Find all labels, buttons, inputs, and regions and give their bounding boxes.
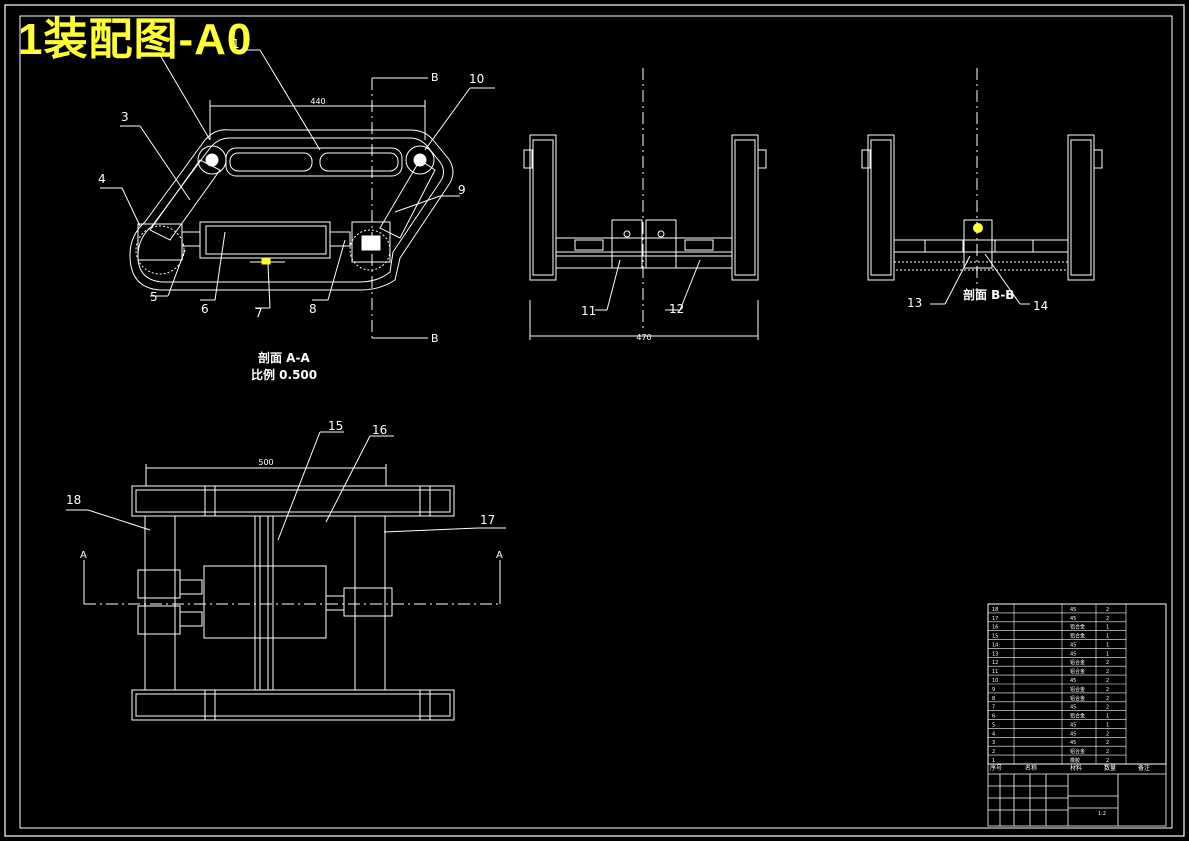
bom-cell: 45 <box>1070 607 1076 613</box>
bom-cell: 45 <box>1070 740 1076 746</box>
callout-17: 17 <box>480 513 495 527</box>
inner-border <box>19 15 1173 829</box>
section-b-label: 剖面 B-B <box>963 287 1014 302</box>
front-view <box>523 68 767 340</box>
bom-cell: 6 <box>992 714 995 720</box>
bom-cell: 16 <box>992 625 998 631</box>
bom-cell: 45 <box>1070 731 1076 737</box>
bom-cell: 9 <box>992 687 995 693</box>
bom-cell: 45 <box>1070 722 1076 728</box>
callout-4: 4 <box>98 172 106 186</box>
section-marker-a-left: A <box>80 550 87 561</box>
callout-6: 6 <box>201 302 209 316</box>
section-a-label: 剖面 A-A <box>258 350 310 365</box>
bom-cell: 17 <box>992 616 998 622</box>
bom-cell: 14 <box>992 642 998 648</box>
bom-header-remark: 备注 <box>1138 764 1150 772</box>
bom-cell: 1 <box>1106 625 1109 631</box>
bom-header-qty: 数量 <box>1104 764 1116 772</box>
bom-cell: 橡胶 <box>1070 757 1080 764</box>
bom-cell: 2 <box>1106 687 1109 693</box>
callout-3: 3 <box>121 110 129 124</box>
bom-cell: 2 <box>1106 678 1109 684</box>
bom-cell: 2 <box>1106 607 1109 613</box>
bom-cell: 45 <box>1070 705 1076 711</box>
callout-15: 15 <box>328 419 343 433</box>
outer-border <box>4 4 1185 837</box>
bom-cell: 2 <box>992 749 995 755</box>
dimension-front-view: 470 <box>636 333 651 342</box>
bom-header-material: 材料 <box>1070 764 1082 772</box>
callout-12: 12 <box>669 302 684 316</box>
section-b-b-view <box>861 68 1103 305</box>
bom-cell: 2 <box>1106 758 1109 764</box>
bom-cell: 2 <box>1106 660 1109 666</box>
bom-cell: 7 <box>992 705 995 711</box>
callout-5: 5 <box>150 290 158 304</box>
drawing-title: 1装配图-A0 <box>18 15 253 64</box>
bom-cell: 铝合金 <box>1070 633 1085 640</box>
callout-10: 10 <box>469 72 484 86</box>
bom-cell: 1 <box>1106 722 1109 728</box>
bom-cell: 1 <box>1106 651 1109 657</box>
section-a-scale: 比例 0.500 <box>251 367 317 382</box>
section-marker-b-bottom: B <box>431 332 439 345</box>
callout-8: 8 <box>309 302 317 316</box>
bom-cell: 2 <box>1106 669 1109 675</box>
bom-cell: 1 <box>1106 714 1109 720</box>
title-block <box>987 763 1167 827</box>
callout-9: 9 <box>458 183 466 197</box>
bom-cell: 铝合金 <box>1070 624 1085 631</box>
bom-cell: 2 <box>1106 749 1109 755</box>
bom-cell: 2 <box>1106 696 1109 702</box>
bom-cell: 8 <box>992 696 995 702</box>
callout-labels: 1 3 4 5 6 7 8 9 10 11 12 13 14 15 16 17 … <box>66 37 1048 527</box>
dimension-top-view: 440 <box>310 97 325 106</box>
bom-cell: 2 <box>1106 731 1109 737</box>
bom-cell: 1 <box>992 758 995 764</box>
bom-cell: 5 <box>992 722 995 728</box>
title-block-scale: 1:2 <box>1098 811 1106 817</box>
bom-cell: 10 <box>992 678 998 684</box>
bom-cell: 铝合金 <box>1070 686 1085 693</box>
bom-cell: 45 <box>1070 678 1076 684</box>
bom-cell: 3 <box>992 740 995 746</box>
bom-cell: 18 <box>992 607 998 613</box>
bom-cell: 2 <box>1106 616 1109 622</box>
callout-18: 18 <box>66 493 81 507</box>
callout-1: 1 <box>232 37 240 51</box>
bom-cell: 12 <box>992 660 998 666</box>
bom-cell: 铝合金 <box>1070 748 1085 755</box>
section-a-a-view <box>100 49 495 339</box>
bom-cell: 45 <box>1070 616 1076 622</box>
bom-header-no: 序号 <box>990 764 1002 772</box>
bom-cell: 铝合金 <box>1070 695 1085 702</box>
highlight-dot <box>973 223 983 233</box>
bom-header-name: 名称 <box>1025 764 1037 772</box>
section-marker-a-right: A <box>496 550 503 561</box>
callout-14: 14 <box>1033 299 1048 313</box>
bom-cell: 1 <box>1106 642 1109 648</box>
bom-cell: 13 <box>992 651 998 657</box>
callout-7: 7 <box>255 306 263 320</box>
section-marker-b-top: B <box>431 71 439 84</box>
bom-cell: 2 <box>1106 705 1109 711</box>
plan-view <box>66 431 506 721</box>
bom-cell: 1 <box>1106 634 1109 640</box>
bom-cell: 15 <box>992 634 998 640</box>
bom-cell: 11 <box>992 669 998 675</box>
bom-cell: 4 <box>992 731 995 737</box>
bom-cell: 45 <box>1070 642 1076 648</box>
callout-16: 16 <box>372 423 387 437</box>
callout-13: 13 <box>907 296 922 310</box>
callout-11: 11 <box>581 304 596 318</box>
bom-cell: 铝合金 <box>1070 659 1085 666</box>
bom-cell: 45 <box>1070 651 1076 657</box>
bom-cell: 2 <box>1106 740 1109 746</box>
dimension-plan-view: 500 <box>258 458 273 467</box>
bom-cell: 铝合金 <box>1070 713 1085 720</box>
bom-cell: 铝合金 <box>1070 668 1085 675</box>
